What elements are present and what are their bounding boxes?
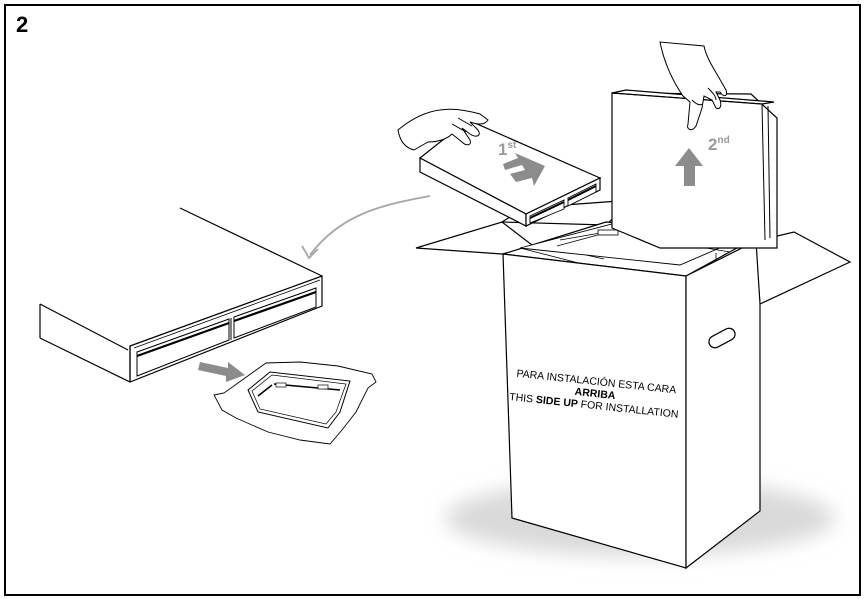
box-text-line3-a: THIS <box>509 391 537 406</box>
panel-unit-removed <box>39 207 323 383</box>
step-number: 2 <box>16 12 29 37</box>
second-step-label: 2nd <box>708 135 730 154</box>
shipping-box <box>415 199 852 570</box>
arrow-right-small <box>198 362 245 382</box>
curved-transfer-arrow <box>301 195 431 260</box>
second-label-sup: nd <box>717 135 729 146</box>
hand-top-icon <box>659 41 727 131</box>
hand-tray-icon <box>397 108 489 151</box>
second-label-main: 2 <box>708 135 717 154</box>
first-label-sup: st <box>507 140 517 151</box>
first-step-label: 1st <box>498 140 517 159</box>
first-label-main: 1 <box>498 140 507 159</box>
box-text-line3-b: SIDE UP <box>535 394 578 410</box>
arrow-left-1st <box>503 153 545 186</box>
box-text-line2: ARRIBA <box>574 386 616 402</box>
accessory-bag <box>213 361 377 445</box>
arrow-up-2nd <box>675 148 703 186</box>
